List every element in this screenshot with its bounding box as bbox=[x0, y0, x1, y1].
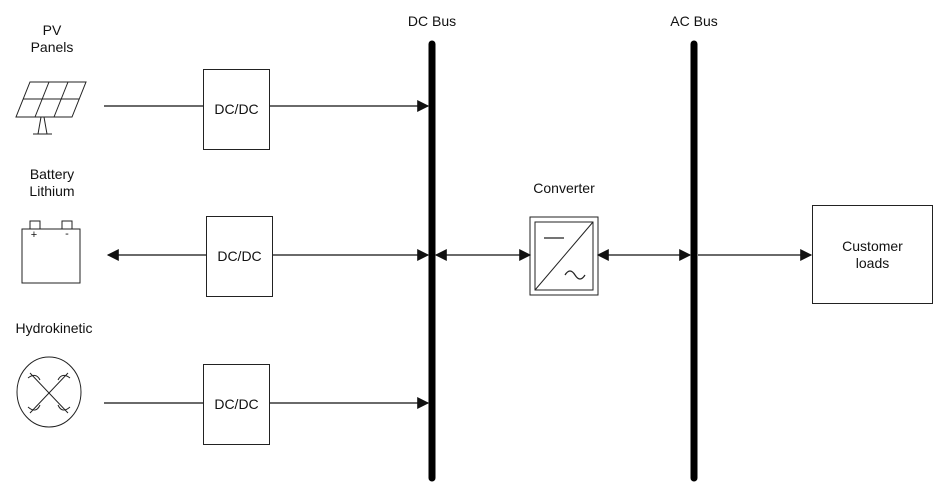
customer-loads-label: Customer loads bbox=[842, 237, 903, 271]
battery-lithium-label: Battery Lithium bbox=[29, 166, 75, 199]
dc-bus-label: DC Bus bbox=[407, 13, 457, 29]
dcdc-battery-label: DC/DC bbox=[217, 248, 262, 264]
battery-negative-terminal: - bbox=[65, 228, 69, 240]
battery-icon bbox=[21, 220, 81, 284]
hydrokinetic-turbine-icon bbox=[16, 356, 82, 428]
dcdc-pv-label: DC/DC bbox=[214, 101, 259, 117]
dcdc-block-hydro: DC/DC bbox=[203, 364, 270, 445]
ac-bus-label: AC Bus bbox=[670, 13, 718, 29]
hydrokinetic-label: Hydrokinetic bbox=[15, 320, 93, 336]
customer-loads-block: Customer loads bbox=[812, 205, 933, 304]
dcdc-block-battery: DC/DC bbox=[206, 216, 273, 297]
converter-label: Converter bbox=[533, 180, 595, 196]
pv-panel-icon bbox=[15, 81, 87, 135]
dcdc-block-pv: DC/DC bbox=[203, 69, 270, 150]
converter-symbol-icon bbox=[529, 216, 599, 296]
dcdc-hydro-label: DC/DC bbox=[214, 396, 259, 412]
battery-positive-terminal: + bbox=[30, 229, 38, 241]
pv-panels-label: PV Panels bbox=[30, 22, 74, 55]
